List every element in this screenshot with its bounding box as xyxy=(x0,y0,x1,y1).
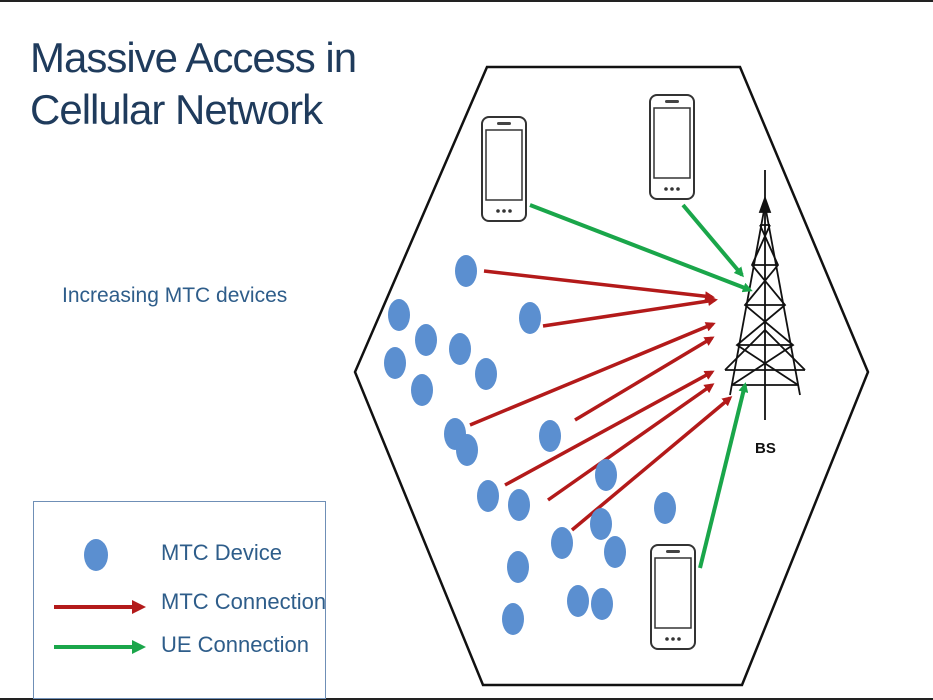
mtc-connection-arrow xyxy=(546,383,715,502)
mtc-device-dot-icon xyxy=(411,374,433,406)
mtc-connection-arrow xyxy=(469,322,716,427)
mtc-connection-arrow xyxy=(574,336,715,422)
slide-title: Massive Access in Cellular Network xyxy=(30,32,357,136)
mtc-device-dot-icon xyxy=(475,358,497,390)
legend-mtc-connection-label: MTC Connection xyxy=(161,589,327,614)
mtc-connections xyxy=(469,269,733,532)
mtc-device-dot-icon xyxy=(519,302,541,334)
mtc-device-dot-icon xyxy=(595,459,617,491)
mtc-device-dot-icon xyxy=(590,508,612,540)
mtc-device-dot-icon xyxy=(604,536,626,568)
ue-phone-top-left xyxy=(481,116,527,222)
title-line-2: Cellular Network xyxy=(30,86,323,133)
mtc-device-dot-icon xyxy=(455,255,477,287)
mtc-device-dot-icon xyxy=(502,603,524,635)
mtc-device-dot-icon xyxy=(508,489,530,521)
ue-connection-arrow xyxy=(529,203,753,293)
mtc-connection-arrow xyxy=(483,269,715,302)
base-station-tower-icon xyxy=(724,170,806,420)
ue-phone-bottom xyxy=(650,544,696,650)
mtc-connection-arrow xyxy=(542,296,718,328)
base-station-label: BS xyxy=(755,440,776,457)
mtc-device-dot-icon xyxy=(539,420,561,452)
legend-mtc-device-icon xyxy=(84,539,108,571)
legend-ue-connection-label: UE Connection xyxy=(161,632,309,657)
subtitle-increasing-mtc: Increasing MTC devices xyxy=(62,284,288,307)
ue-phone-top-right xyxy=(649,94,695,200)
mtc-device-dot-icon xyxy=(449,333,471,365)
legend-symbols xyxy=(54,539,146,654)
ue-connections xyxy=(529,203,753,569)
mtc-device-dot-icon xyxy=(388,299,410,331)
mtc-devices xyxy=(384,255,676,635)
mtc-device-dot-icon xyxy=(551,527,573,559)
mtc-device-dot-icon xyxy=(654,492,676,524)
mtc-device-dot-icon xyxy=(567,585,589,617)
cell-hexagon xyxy=(353,65,870,687)
ue-connection-arrow xyxy=(698,382,749,569)
mtc-device-dot-icon xyxy=(591,588,613,620)
mtc-connection-arrow xyxy=(570,396,733,532)
mtc-device-dot-icon xyxy=(384,347,406,379)
ue-connection-arrow xyxy=(681,203,744,278)
mtc-device-dot-icon xyxy=(415,324,437,356)
legend-mtc-device-label: MTC Device xyxy=(161,540,283,565)
legend: MTC Device MTC Connection UE Connection xyxy=(33,501,326,699)
mtc-device-dot-icon xyxy=(507,551,529,583)
mtc-device-dot-icon xyxy=(456,434,478,466)
mtc-connection-arrow xyxy=(504,370,715,487)
mtc-device-dot-icon xyxy=(477,480,499,512)
title-line-1: Massive Access in xyxy=(30,34,357,81)
